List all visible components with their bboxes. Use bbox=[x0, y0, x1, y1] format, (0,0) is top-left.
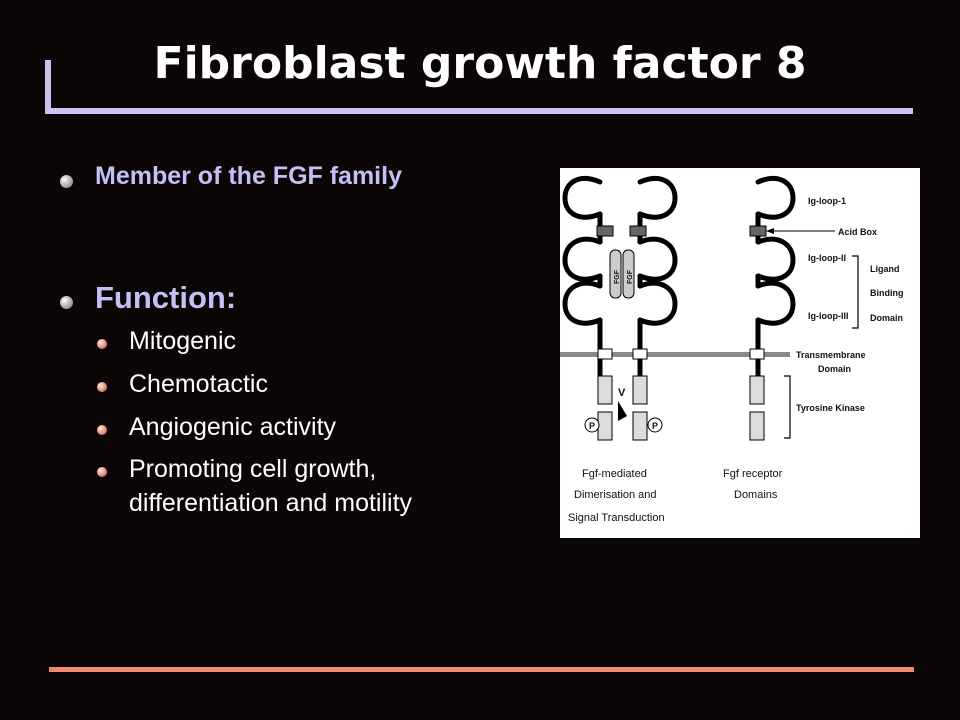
ig-loop-shape bbox=[637, 236, 678, 282]
transmembrane-box-shape bbox=[632, 348, 648, 360]
kinase-box-shape bbox=[749, 375, 765, 405]
ig-loop-shape bbox=[755, 280, 796, 326]
caption-left-line-3: Signal Transduction bbox=[568, 512, 665, 524]
label-tyrosine-kinase: Tyrosine Kinase bbox=[796, 403, 865, 413]
bullet-member: Member of the FGF family bbox=[95, 162, 402, 190]
bottom-divider bbox=[49, 667, 914, 672]
fgf-ligand-label: FGF bbox=[627, 269, 634, 284]
caption-right-line-1: Fgf receptor bbox=[723, 468, 783, 480]
acid-box-shape bbox=[596, 225, 614, 237]
caption-right-line-2: Domains bbox=[734, 489, 778, 501]
label-transmembrane-domain: Domain bbox=[818, 364, 851, 374]
ig-loop-shape bbox=[562, 175, 603, 220]
transmembrane-box-shape bbox=[749, 348, 765, 360]
membrane-line bbox=[560, 352, 790, 357]
fgf-ligand-shape bbox=[622, 249, 635, 299]
fgf-ligand-label: FGF bbox=[614, 269, 621, 284]
acid-box-shape bbox=[629, 225, 647, 237]
activation-arrow-icon bbox=[618, 401, 627, 421]
activation-mark: V bbox=[618, 387, 626, 399]
phospho-label: P bbox=[652, 421, 658, 431]
sub-bullet-dot-icon bbox=[97, 467, 107, 477]
function-item: Chemotactic bbox=[129, 370, 268, 398]
fgf-receptor-figure: FGF FGF P P V bbox=[560, 168, 920, 538]
sub-bullet-dot-icon bbox=[97, 425, 107, 435]
ig-loop-shape bbox=[755, 236, 796, 282]
sub-bullet-dot-icon bbox=[97, 339, 107, 349]
label-ig-loop-1: Ig-loop-1 bbox=[808, 196, 846, 206]
acid-box-shape bbox=[749, 225, 767, 237]
function-item: Angiogenic activity bbox=[129, 413, 337, 441]
label-binding: Binding bbox=[870, 288, 904, 298]
transmembrane-box-shape bbox=[597, 348, 613, 360]
phospho-label: P bbox=[589, 421, 595, 431]
ig-loop-shape bbox=[637, 175, 678, 220]
ig-loop-shape bbox=[562, 236, 603, 282]
bullet-dot-icon bbox=[60, 175, 73, 188]
sub-bullet-dot-icon bbox=[97, 382, 107, 392]
label-ig-loop-2: Ig-loop-II bbox=[808, 253, 846, 263]
function-item: Mitogenic bbox=[129, 327, 236, 355]
label-domain: Domain bbox=[870, 313, 903, 323]
acid-box-arrow-icon bbox=[766, 228, 774, 234]
function-item-continued: differentiation and motility bbox=[129, 489, 413, 517]
kinase-box-shape bbox=[749, 411, 765, 441]
title-bracket-vertical bbox=[45, 60, 51, 114]
title-underline bbox=[45, 108, 913, 114]
kinase-box-shape bbox=[597, 411, 613, 441]
ligand-binding-bracket bbox=[852, 255, 859, 329]
label-ligand: Ligand bbox=[870, 264, 900, 274]
function-item: Promoting cell growth, bbox=[129, 455, 377, 483]
phospho-circle-shape bbox=[647, 417, 663, 433]
bullet-dot-icon bbox=[60, 296, 73, 309]
ig-loop-shape bbox=[755, 175, 796, 220]
label-transmembrane: Transmembrane bbox=[796, 350, 866, 360]
fgf-ligand-shape bbox=[609, 249, 622, 299]
slide-title: Fibroblast growth factor 8 bbox=[153, 38, 807, 89]
label-acid-box: Acid Box bbox=[838, 227, 877, 237]
phospho-circle-shape bbox=[584, 417, 600, 433]
receptor-diagram: FGF FGF P P V bbox=[560, 175, 904, 524]
caption-left-line-1: Fgf-mediated bbox=[582, 468, 647, 480]
kinase-box-shape bbox=[632, 411, 648, 441]
label-ig-loop-3: Ig-loop-III bbox=[808, 311, 849, 321]
kinase-box-shape bbox=[597, 375, 613, 405]
ig-loop-shape bbox=[637, 280, 678, 326]
kinase-box-shape bbox=[632, 375, 648, 405]
caption-left-line-2: Dimerisation and bbox=[574, 489, 657, 501]
bullet-function-heading: Function: bbox=[95, 280, 237, 315]
tyrosine-kinase-bracket bbox=[784, 375, 791, 439]
ig-loop-shape bbox=[562, 280, 603, 326]
